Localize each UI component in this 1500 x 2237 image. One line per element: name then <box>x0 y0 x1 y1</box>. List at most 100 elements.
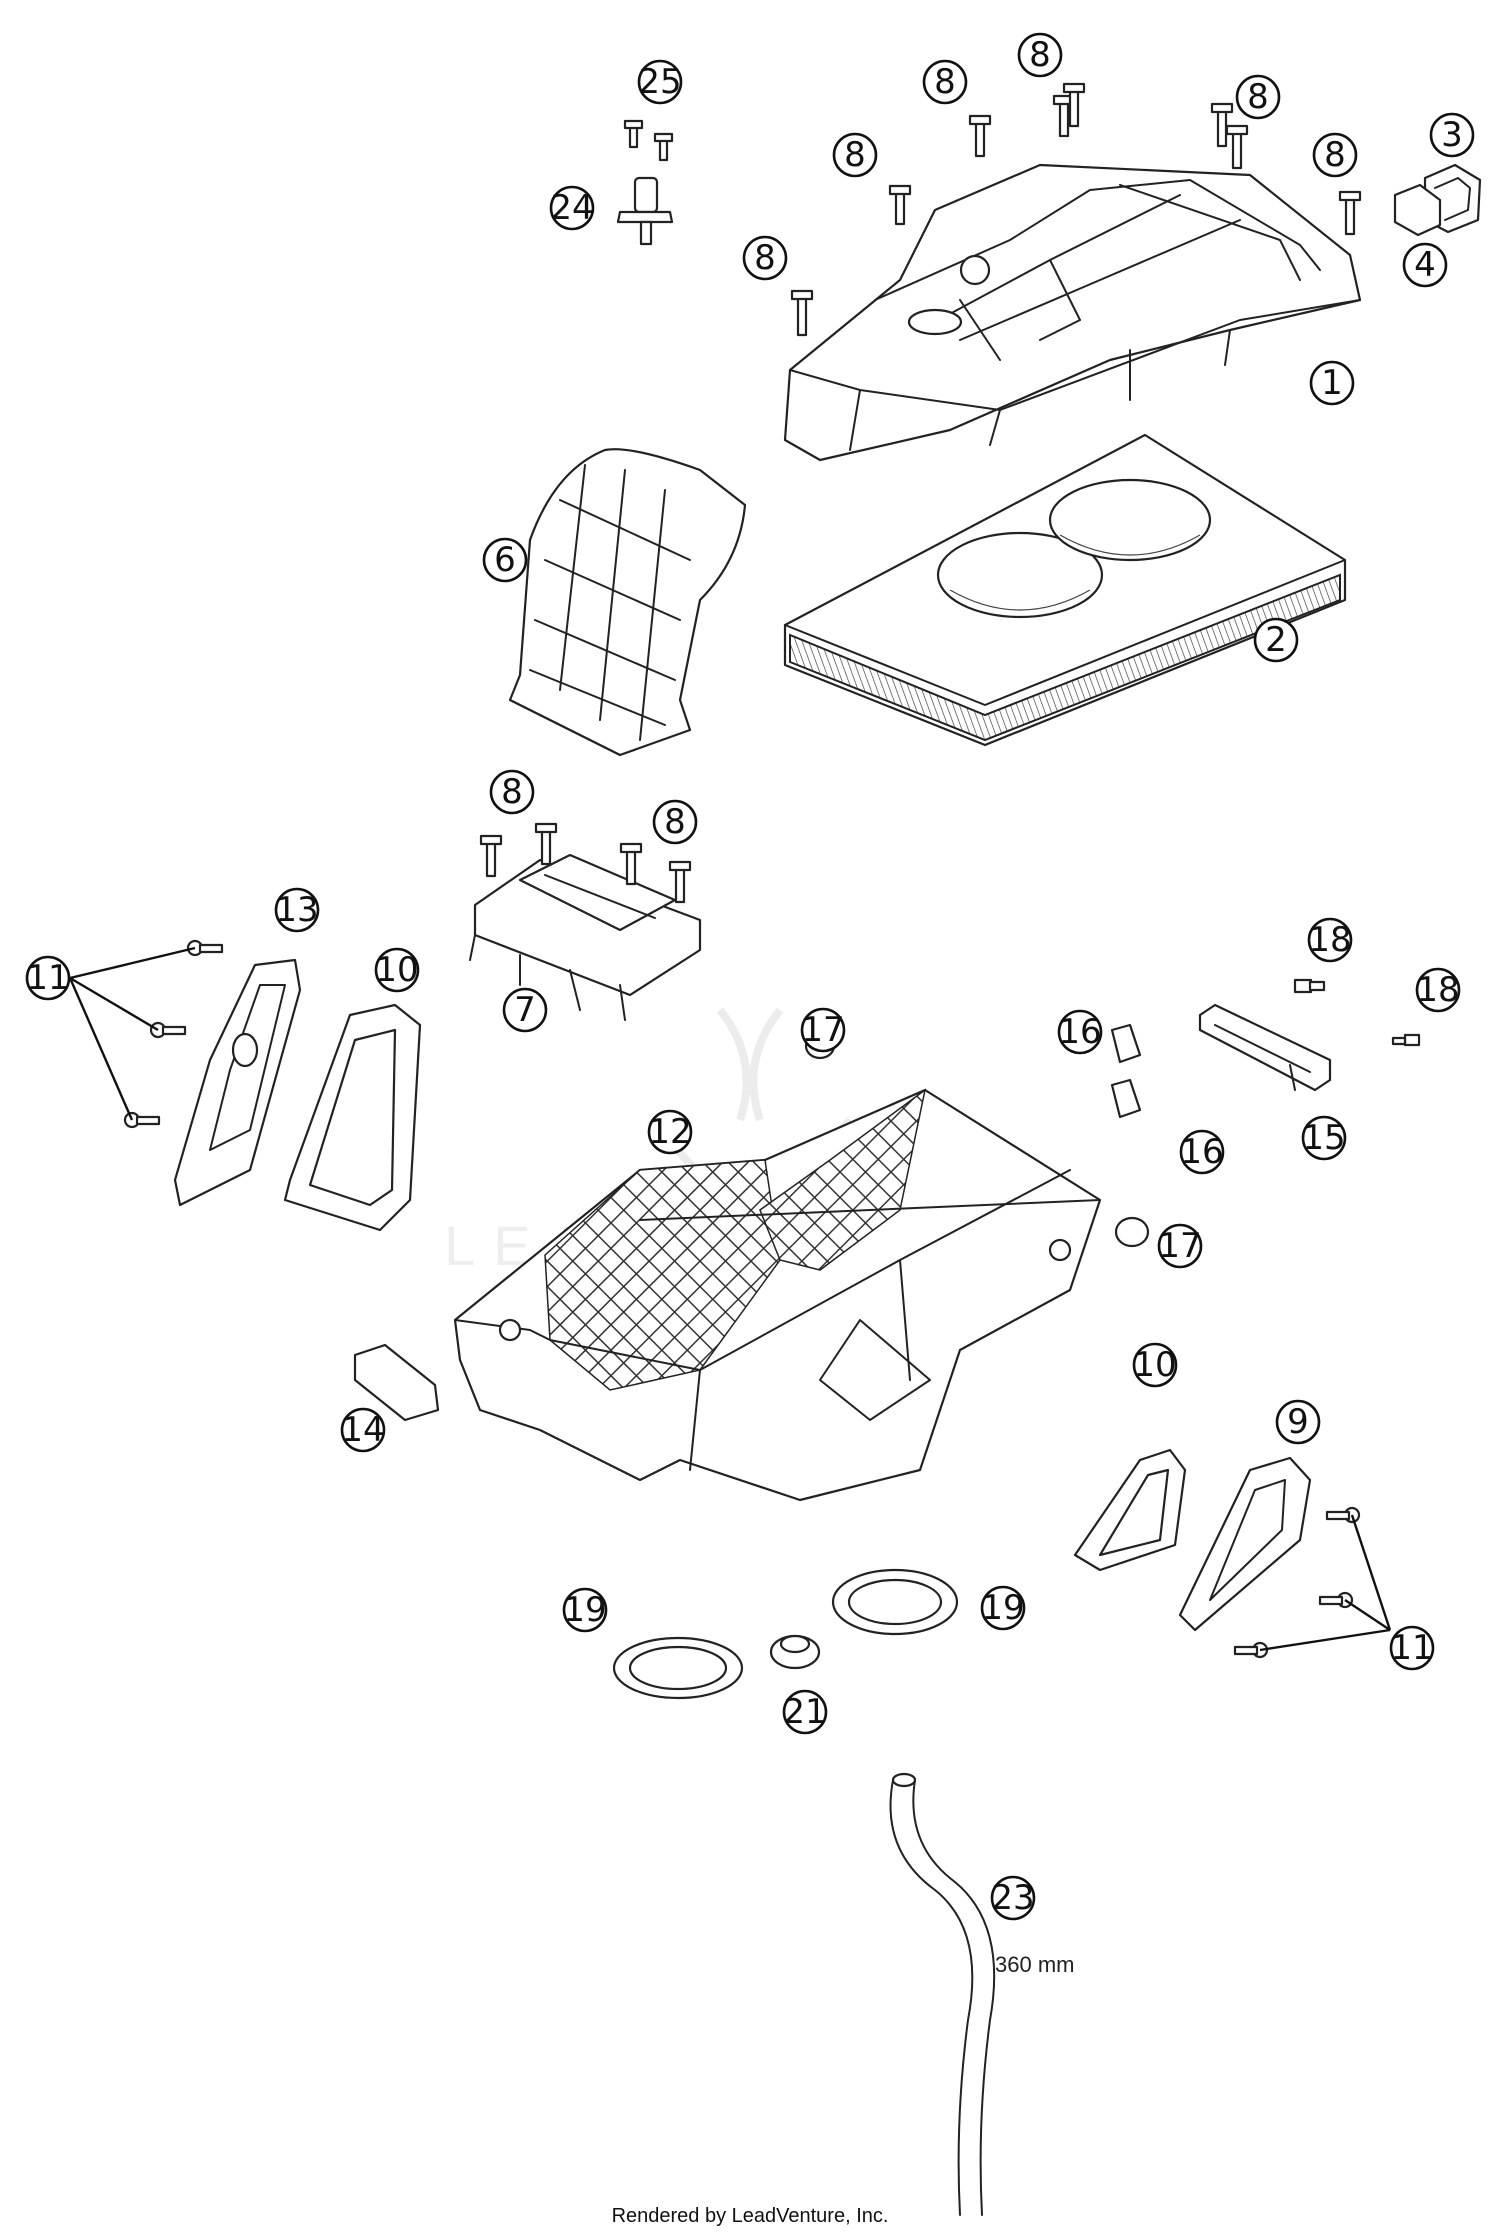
callout-8: 8 <box>489 769 535 815</box>
svg-text:8: 8 <box>1324 135 1346 175</box>
callout-8: 8 <box>742 235 788 281</box>
grommet-part <box>1114 1216 1150 1248</box>
svg-text:8: 8 <box>664 802 686 842</box>
leader-lines <box>68 946 1392 1652</box>
screw <box>479 834 503 878</box>
callout-8: 8 <box>1312 132 1358 178</box>
clip-nut-part <box>1110 1078 1142 1119</box>
svg-text:6: 6 <box>494 540 516 580</box>
callout-1: 1 <box>1309 360 1355 406</box>
side-plate-left-part <box>173 958 302 1207</box>
svg-text:4: 4 <box>1414 245 1436 285</box>
callout-23: 23 <box>990 1875 1036 1921</box>
svg-text:12: 12 <box>648 1112 691 1152</box>
svg-text:8: 8 <box>1247 77 1269 117</box>
screw <box>790 289 814 337</box>
air-filter-part <box>783 433 1347 747</box>
callout-7: 7 <box>502 987 548 1033</box>
callout-13: 13 <box>274 887 320 933</box>
clip-part <box>353 1343 440 1422</box>
gasket-right-part <box>1073 1448 1187 1572</box>
callout-8: 8 <box>832 132 878 178</box>
svg-text:8: 8 <box>501 772 523 812</box>
screw <box>968 114 992 158</box>
screw <box>534 822 558 866</box>
callout-19: 19 <box>980 1585 1026 1631</box>
callout-2: 2 <box>1253 617 1299 663</box>
callout-8: 8 <box>652 799 698 845</box>
svg-text:18: 18 <box>1308 920 1351 960</box>
svg-text:18: 18 <box>1416 970 1459 1010</box>
bracket-part <box>1198 1003 1332 1092</box>
airbox-lower-part <box>453 1088 1102 1502</box>
callout-3: 3 <box>1429 112 1475 158</box>
small-screw <box>1391 1033 1421 1047</box>
callout-17: 17 <box>1157 1223 1203 1269</box>
svg-text:17: 17 <box>1158 1226 1201 1266</box>
ring-part <box>612 1636 744 1700</box>
svg-text:21: 21 <box>783 1692 826 1732</box>
callout-18: 18 <box>1415 967 1461 1013</box>
sensor-screw <box>653 132 674 162</box>
callout-19: 19 <box>562 1587 608 1633</box>
flange-part <box>469 853 702 1021</box>
svg-text:10: 10 <box>1133 1345 1176 1385</box>
callout-16: 16 <box>1179 1129 1225 1175</box>
callout-21: 21 <box>782 1689 828 1735</box>
svg-text:24: 24 <box>550 188 593 228</box>
svg-text:23: 23 <box>991 1878 1034 1918</box>
callout-8: 8 <box>1235 74 1281 120</box>
airbox-lid-part <box>783 163 1362 462</box>
callout-4: 4 <box>1402 242 1448 288</box>
callout-8: 8 <box>1017 32 1063 78</box>
callout-6: 6 <box>482 537 528 583</box>
svg-text:15: 15 <box>1302 1118 1345 1158</box>
screw-set <box>479 82 1362 904</box>
svg-text:9: 9 <box>1287 1402 1309 1442</box>
screw <box>619 842 643 886</box>
screw <box>668 860 692 904</box>
screw <box>1338 190 1362 236</box>
callout-25: 25 <box>637 59 683 105</box>
svg-text:8: 8 <box>1029 35 1051 75</box>
svg-text:25: 25 <box>638 62 681 102</box>
sensor-part <box>616 176 674 246</box>
svg-text:17: 17 <box>801 1010 844 1050</box>
seal-part <box>1393 183 1442 237</box>
svg-text:11: 11 <box>1390 1628 1433 1668</box>
hose-part <box>889 1772 996 2216</box>
screw <box>1225 124 1249 170</box>
callout-12: 12 <box>647 1109 693 1155</box>
svg-text:3: 3 <box>1441 115 1463 155</box>
hose-length-label: 360 mm <box>995 1952 1074 1977</box>
callout-18: 18 <box>1307 917 1353 963</box>
svg-text:14: 14 <box>341 1410 384 1450</box>
callout-8: 8 <box>922 59 968 105</box>
clip-nut-part <box>1110 1023 1142 1064</box>
callout-14: 14 <box>340 1407 386 1453</box>
svg-text:16: 16 <box>1058 1012 1101 1052</box>
callout-11: 11 <box>25 955 71 1001</box>
intake-boot-part <box>508 448 747 757</box>
svg-text:19: 19 <box>563 1590 606 1630</box>
svg-text:1: 1 <box>1321 363 1343 403</box>
svg-text:8: 8 <box>934 62 956 102</box>
svg-text:7: 7 <box>514 990 536 1030</box>
callout-17: 17 <box>800 1007 846 1053</box>
svg-text:2: 2 <box>1265 620 1287 660</box>
callout-11: 11 <box>1389 1625 1435 1671</box>
plug-part <box>769 1634 821 1670</box>
bolt <box>1318 1591 1354 1609</box>
side-plate-right-part <box>1178 1456 1312 1632</box>
svg-text:19: 19 <box>981 1588 1024 1628</box>
footer-credit: Rendered by LeadVenture, Inc. <box>612 2205 889 2227</box>
svg-text:10: 10 <box>375 950 418 990</box>
screw <box>888 184 912 226</box>
callout-16: 16 <box>1057 1009 1103 1055</box>
svg-text:11: 11 <box>26 958 69 998</box>
callout-10: 10 <box>374 947 420 993</box>
screw <box>1062 82 1086 128</box>
callout-10: 10 <box>1132 1342 1178 1388</box>
svg-text:8: 8 <box>844 135 866 175</box>
